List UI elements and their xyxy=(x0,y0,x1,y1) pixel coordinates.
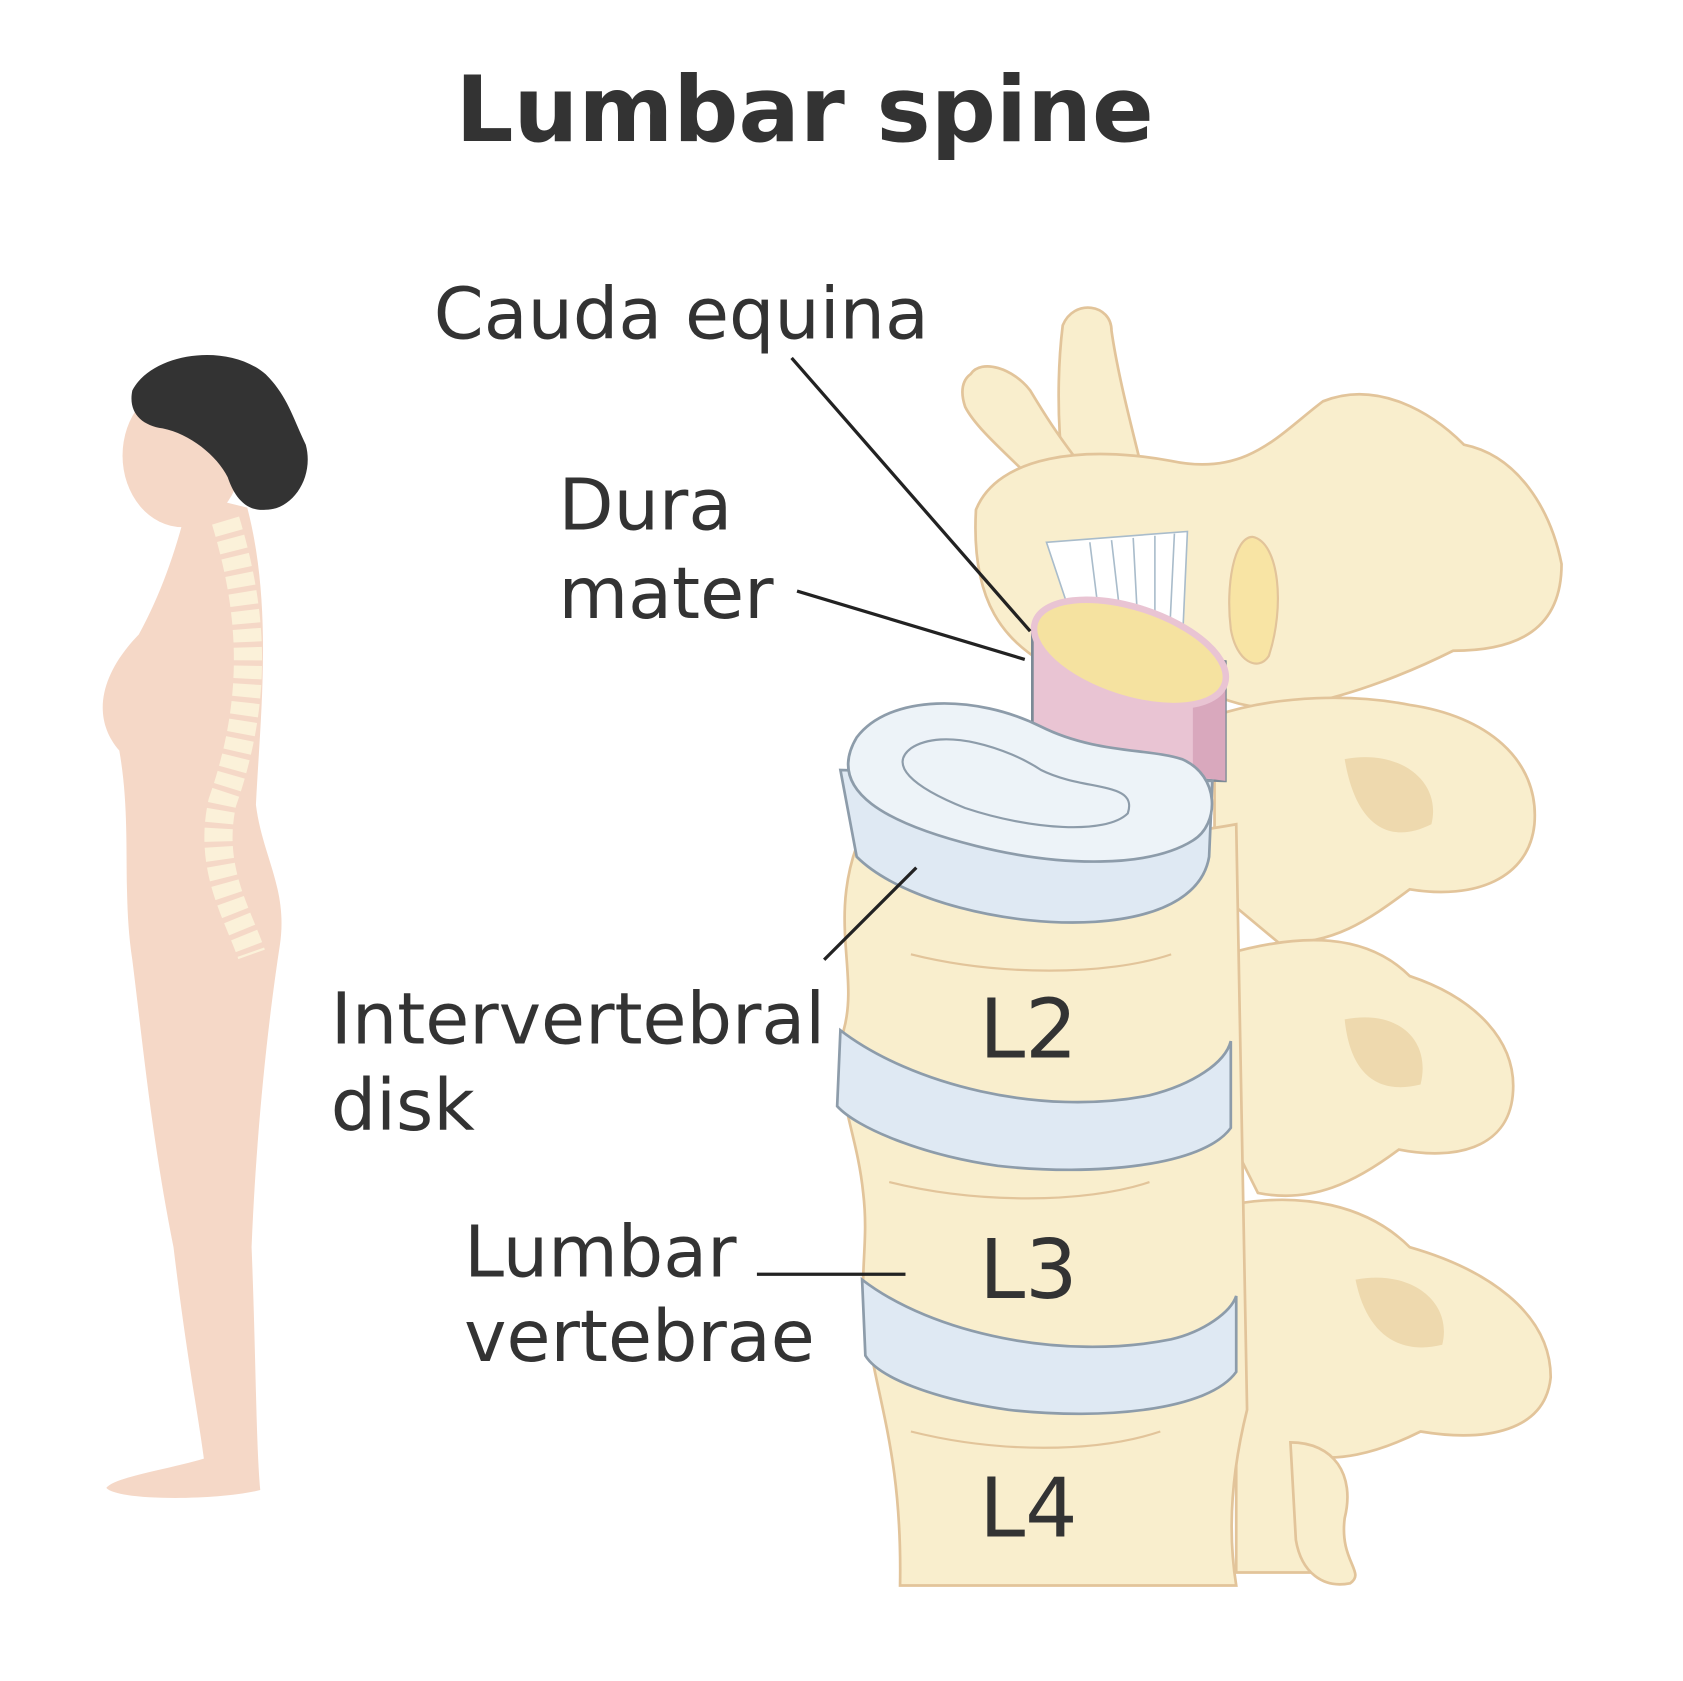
intervertebral-disk-l2-l3 xyxy=(835,1027,1233,1172)
label-vertebrae-line1: Lumbar xyxy=(464,1210,737,1293)
leader-intervertebral-disk xyxy=(822,866,918,961)
nucleus-pulposus xyxy=(901,738,1131,829)
intervertebral-disk-l3-l4 xyxy=(860,1276,1238,1416)
label-disk-line1: Intervertebral xyxy=(331,977,825,1060)
leader-dura-mater xyxy=(796,589,1026,661)
body xyxy=(102,493,282,1498)
transverse-process-l4 xyxy=(1234,1198,1553,1574)
vertebra-label-l2: L2 xyxy=(979,982,1077,1077)
vertebra-label-l4: L4 xyxy=(979,1462,1077,1557)
label-vertebrae-line2: vertebrae xyxy=(464,1295,815,1378)
processes-shade xyxy=(1344,757,1444,1348)
body-contour xyxy=(888,953,1172,1449)
woman-silhouette xyxy=(102,354,308,1498)
label-dura-line1: Dura xyxy=(558,463,732,546)
label-dura-line2: mater xyxy=(558,552,774,635)
hair xyxy=(131,354,308,510)
intervertebral-disk-l1-l2-top xyxy=(846,702,1214,863)
label-disk-line2: disk xyxy=(331,1064,476,1147)
diagram-title: Lumbar spine xyxy=(455,57,1153,163)
leader-cauda-equina xyxy=(790,356,1032,633)
vertebra-label-l3: L3 xyxy=(979,1223,1077,1318)
articular-facet xyxy=(1228,535,1279,665)
label-cauda-equina: Cauda equina xyxy=(434,272,929,355)
dura-rim xyxy=(1030,596,1230,710)
inferior-process xyxy=(1289,1440,1357,1586)
nerve-strands xyxy=(1089,533,1176,646)
spine-illustration xyxy=(835,306,1563,1587)
spinous-process-top xyxy=(1057,306,1141,468)
woman-spine xyxy=(204,516,265,960)
